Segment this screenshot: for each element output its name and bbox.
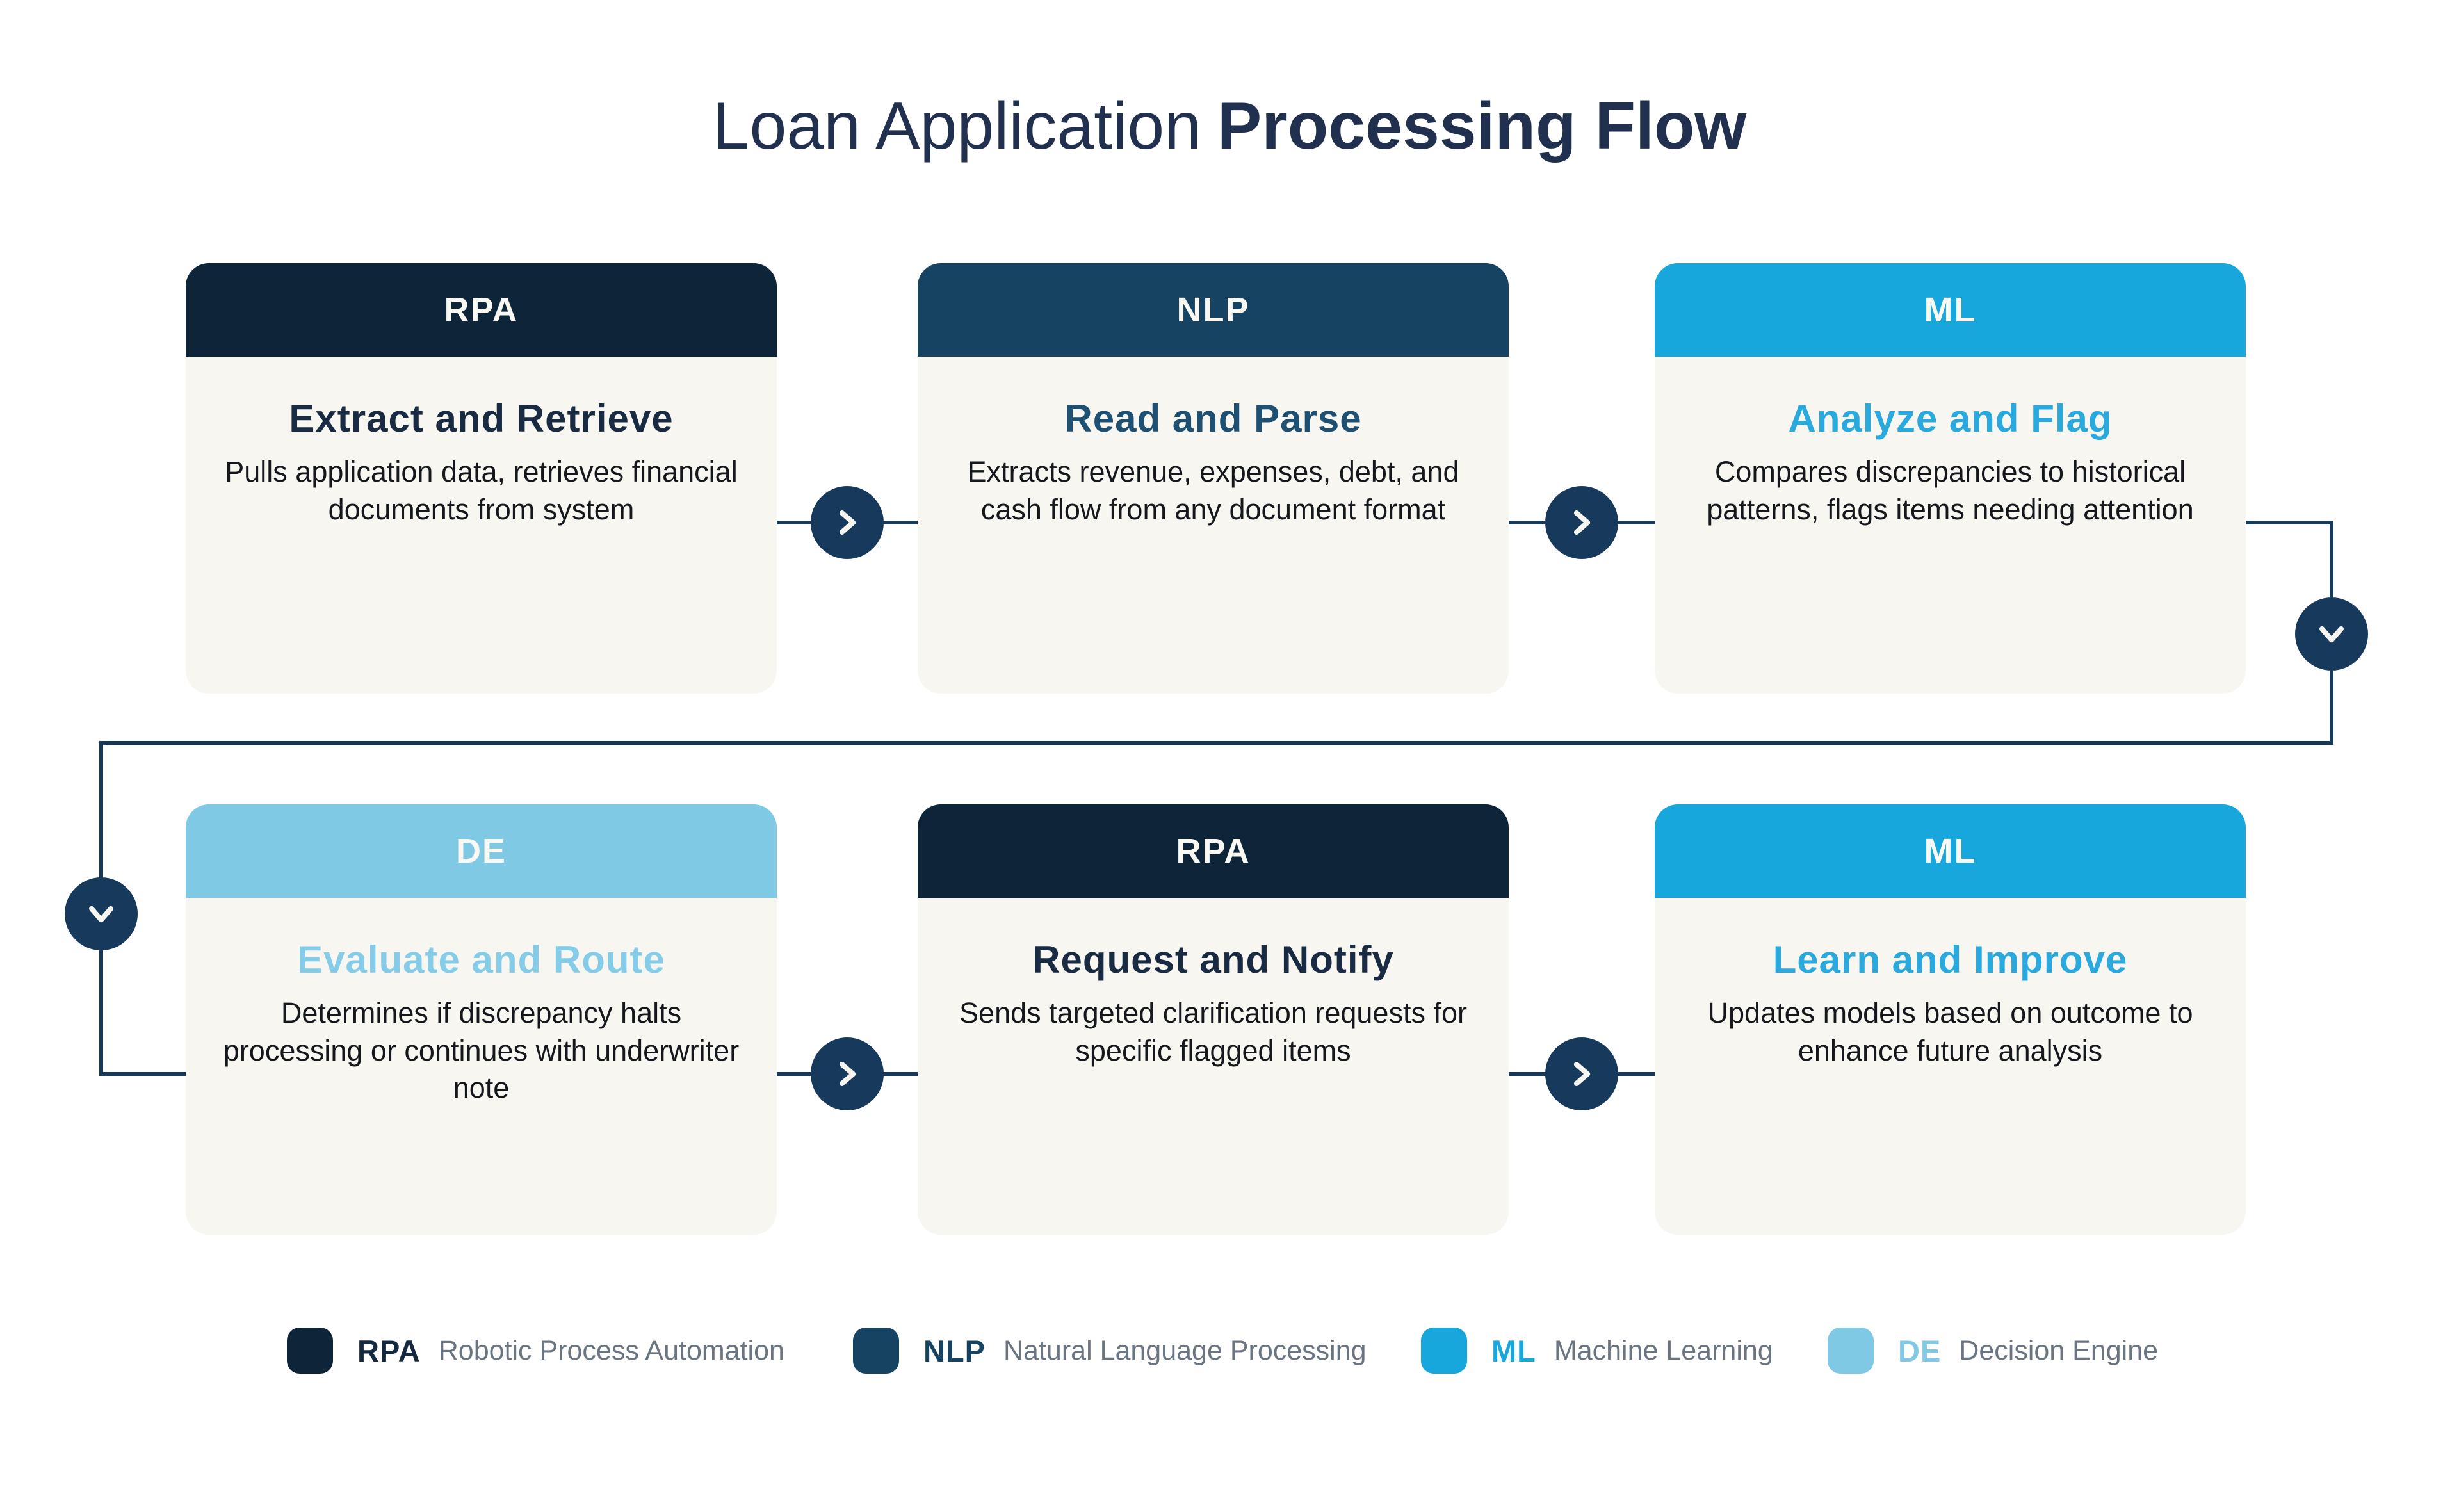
chevron-down-icon — [2319, 626, 2344, 643]
legend-acronym: NLP — [923, 1333, 986, 1368]
legend-label: Natural Language Processing — [1003, 1335, 1367, 1366]
card-tag: RPA — [1176, 832, 1251, 870]
legend-swatch-ml — [1421, 1328, 1467, 1374]
connector-arrow — [65, 877, 138, 950]
card-title: Extract and Retrieve — [289, 397, 674, 440]
card-tag: DE — [455, 832, 507, 870]
card-header: NLP — [918, 263, 1509, 357]
legend-swatch-de — [1828, 1328, 1874, 1374]
connector-line — [2246, 521, 2333, 524]
card-header: ML — [1655, 804, 2246, 898]
chevron-down-icon — [89, 906, 113, 923]
card-body: Evaluate and Route Determines if discrep… — [186, 898, 777, 1107]
process-card-analyze-and-flag: ML Analyze and Flag Compares discrepanci… — [1655, 263, 2246, 694]
process-card-evaluate-and-route: DE Evaluate and Route Determines if disc… — [186, 804, 777, 1235]
card-body: Read and Parse Extracts revenue, expense… — [918, 357, 1509, 528]
chevron-right-icon — [839, 1062, 856, 1086]
card-title: Evaluate and Route — [297, 938, 665, 981]
chevron-right-icon — [839, 510, 856, 535]
card-body: Extract and Retrieve Pulls application d… — [186, 357, 777, 528]
connector-arrow — [1545, 1037, 1618, 1110]
connector-line — [99, 1072, 186, 1076]
card-title: Analyze and Flag — [1788, 397, 2113, 440]
card-title: Learn and Improve — [1773, 938, 2128, 981]
card-title: Request and Notify — [1032, 938, 1394, 981]
process-card-learn-and-improve: ML Learn and Improve Updates models base… — [1655, 804, 2246, 1235]
page-title-bold: Processing Flow — [1217, 89, 1747, 163]
card-header: RPA — [918, 804, 1509, 898]
card-description: Pulls application data, retrieves financ… — [225, 455, 738, 526]
card-tag: NLP — [1176, 291, 1250, 329]
legend-item-nlp: NLP Natural Language Processing — [853, 1328, 1367, 1374]
legend-acronym: ML — [1491, 1333, 1536, 1368]
chevron-right-icon — [1573, 1062, 1591, 1086]
card-tag: ML — [1924, 291, 1977, 329]
legend-acronym: DE — [1898, 1333, 1942, 1368]
card-tag: RPA — [444, 291, 519, 329]
legend-item-ml: ML Machine Learning — [1421, 1328, 1773, 1374]
card-title: Read and Parse — [1064, 397, 1362, 440]
process-card-request-and-notify: RPA Request and Notify Sends targeted cl… — [918, 804, 1509, 1235]
process-card-extract-and-retrieve: RPA Extract and Retrieve Pulls applicati… — [186, 263, 777, 694]
connector-arrow — [2295, 597, 2368, 671]
card-tag: ML — [1924, 832, 1977, 870]
connector-line — [99, 741, 2333, 745]
legend-item-de: DE Decision Engine — [1828, 1328, 2158, 1374]
chevron-right-icon — [1573, 510, 1591, 535]
legend-label: Decision Engine — [1959, 1335, 2159, 1366]
legend-label: Robotic Process Automation — [438, 1335, 784, 1366]
legend-label: Machine Learning — [1554, 1335, 1773, 1366]
connector-arrow — [1545, 486, 1618, 559]
card-body: Analyze and Flag Compares discrepancies … — [1655, 357, 2246, 528]
card-description: Sends targeted clarification requests fo… — [959, 996, 1467, 1067]
legend-swatch-nlp — [853, 1328, 899, 1374]
card-description: Compares discrepancies to historical pat… — [1707, 455, 2194, 526]
card-header: DE — [186, 804, 777, 898]
page-title-regular: Loan Application — [712, 89, 1201, 163]
card-body: Learn and Improve Updates models based o… — [1655, 898, 2246, 1069]
connector-arrow — [811, 1037, 884, 1110]
connector-arrow — [811, 486, 884, 559]
card-description: Determines if discrepancy halts processi… — [223, 996, 740, 1104]
legend-swatch-rpa — [287, 1328, 333, 1374]
card-header: RPA — [186, 263, 777, 357]
card-header: ML — [1655, 263, 2246, 357]
legend-item-rpa: RPA Robotic Process Automation — [287, 1328, 784, 1374]
card-description: Updates models based on outcome to enhan… — [1707, 996, 2193, 1067]
process-card-read-and-parse: NLP Read and Parse Extracts revenue, exp… — [918, 263, 1509, 694]
card-body: Request and Notify Sends targeted clarif… — [918, 898, 1509, 1069]
card-description: Extracts revenue, expenses, debt, and ca… — [967, 455, 1459, 526]
legend-acronym: RPA — [357, 1333, 421, 1368]
